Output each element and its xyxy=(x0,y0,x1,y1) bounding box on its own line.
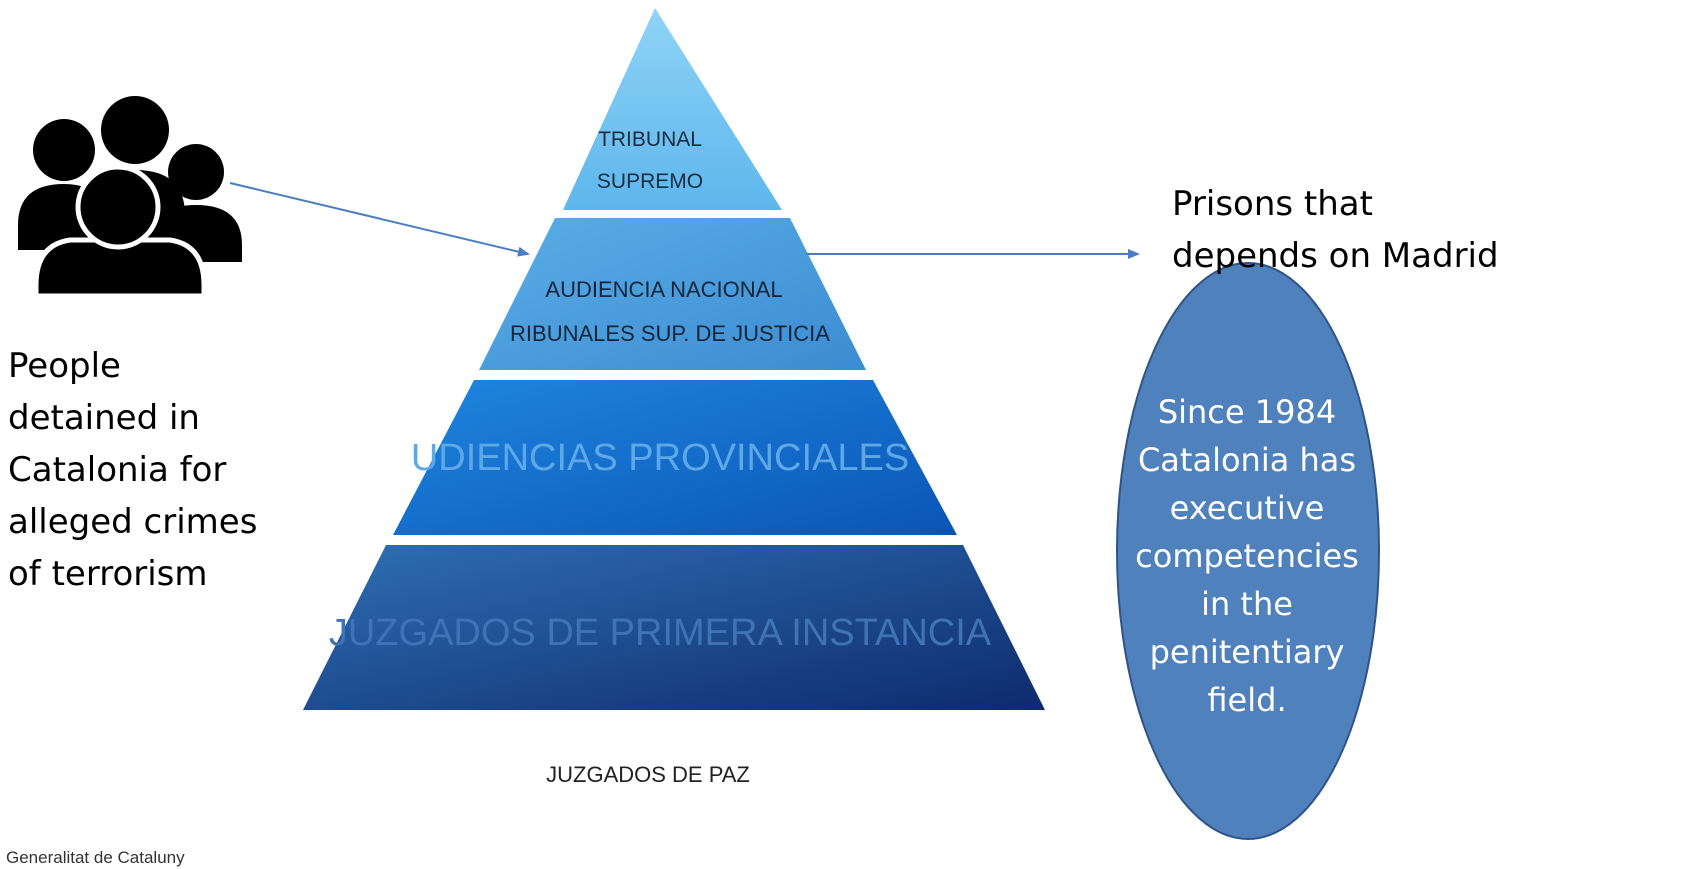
prisons-caption-line: depends on Madrid xyxy=(1172,236,1499,276)
people-caption-line: of terrorism xyxy=(8,554,208,594)
level-4-line-1: JUZGADOS DE PRIMERA INSTANCIA xyxy=(329,612,992,654)
people-caption-line: People xyxy=(8,346,121,386)
note-line: in the xyxy=(1201,585,1293,623)
people-caption: People detained in Catalonia for alleged… xyxy=(8,340,288,600)
pyramid-level-2 xyxy=(479,218,866,370)
pyramid-base-label: JUZGADOS DE PAZ xyxy=(546,762,750,787)
people-caption-line: alleged crimes xyxy=(8,502,258,542)
note-line: Catalonia has xyxy=(1137,441,1357,479)
prisons-caption: Prisons that depends on Madrid xyxy=(1172,178,1652,282)
pyramid-level-4 xyxy=(303,545,1045,710)
note-circle xyxy=(1116,262,1380,840)
level-3-line-1: UDIENCIAS PROVINCIALES xyxy=(411,437,909,479)
note-text: Since 1984 Catalonia has executive compe… xyxy=(1130,388,1364,724)
people-group-icon xyxy=(18,96,242,299)
prisons-caption-line: Prisons that xyxy=(1172,184,1373,224)
level-1-line-1: TRIBUNAL xyxy=(598,128,702,151)
people-caption-line: detained in xyxy=(8,398,200,438)
pyramid-level-1 xyxy=(563,8,782,210)
level-1-line-2: SUPREMO xyxy=(597,170,703,193)
note-line: executive xyxy=(1169,489,1325,527)
note-line: penitentiary xyxy=(1149,633,1345,671)
level-2-line-1: AUDIENCIA NACIONAL xyxy=(545,277,782,302)
pyramid-level-3 xyxy=(393,380,957,535)
note-line: Since 1984 xyxy=(1157,393,1337,431)
level-2-line-2: RIBUNALES SUP. DE JUSTICIA xyxy=(510,321,830,346)
note-line: field. xyxy=(1207,681,1287,719)
arrow-people-to-audiencia xyxy=(229,182,530,257)
note-line: competencies xyxy=(1135,537,1359,575)
people-caption-line: Catalonia for xyxy=(8,450,227,490)
footer-label: Generalitat de Cataluny xyxy=(6,848,185,867)
